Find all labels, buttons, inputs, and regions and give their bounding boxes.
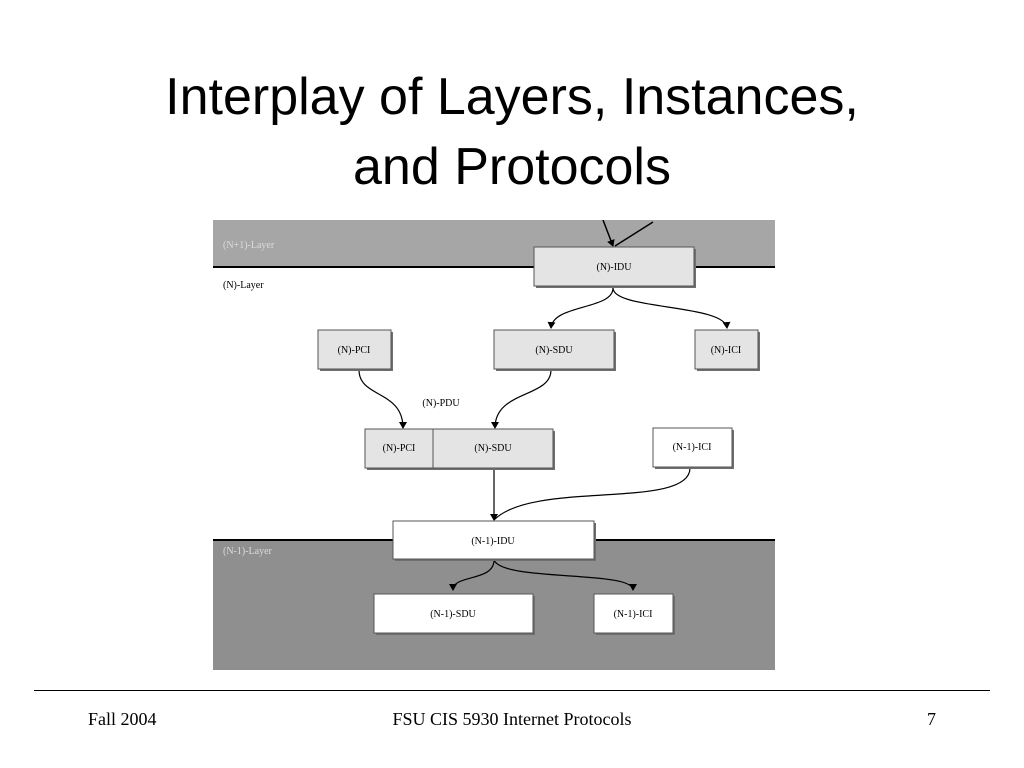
connector-pci-to-pdu xyxy=(358,369,407,429)
n-pci-box xyxy=(317,329,392,370)
nm1-idu-label: (N-1)-IDU xyxy=(471,536,515,547)
pdu-pci-label: (N)-PCI xyxy=(383,443,416,454)
footer-page-number: 7 xyxy=(927,709,936,729)
pdu-pci-box xyxy=(364,428,434,469)
connector-idu-to-sdu xyxy=(547,287,614,329)
incoming-arrow-diagonal xyxy=(614,221,654,247)
incoming-arrow-stem xyxy=(602,220,615,247)
n-ici-box xyxy=(694,329,759,370)
n-idu-label: (N)-IDU xyxy=(597,262,633,273)
connector-nm1-idu-to-sdu xyxy=(449,559,495,591)
upper-layer-label: (N+1)-Layer xyxy=(223,240,275,251)
connector-idu-to-ici xyxy=(612,287,731,329)
n-sdu-box xyxy=(493,329,615,370)
n-idu-box xyxy=(533,246,695,287)
slide-title-line-2: and Protocols xyxy=(353,138,671,196)
nm1-sdu-label: (N-1)-SDU xyxy=(430,609,476,620)
connector-ici-to-nm1-idu xyxy=(493,467,691,521)
nm1-ici-upper-box xyxy=(652,427,733,468)
n-pdu-label: (N)-PDU xyxy=(422,398,460,409)
nm1-ici-lower-label: (N-1)-ICI xyxy=(614,609,653,620)
slide-title-line-1: Interplay of Layers, Instances, xyxy=(165,68,859,126)
footer-course: FSU CIS 5930 Internet Protocols xyxy=(392,709,632,729)
connector-nm1-idu-to-ici xyxy=(493,559,637,591)
lower-layer-label: (N-1)-Layer xyxy=(223,546,273,557)
n-sdu-label: (N)-SDU xyxy=(535,345,573,356)
footer-date: Fall 2004 xyxy=(88,709,157,729)
nm1-ici-upper-label: (N-1)-ICI xyxy=(673,442,712,453)
middle-layer-label: (N)-Layer xyxy=(223,280,264,291)
n-ici-label: (N)-ICI xyxy=(711,345,742,356)
pdu-sdu-label: (N)-SDU xyxy=(474,443,512,454)
nm1-sdu-box xyxy=(373,593,534,634)
connector-sdu-to-pdu xyxy=(491,369,552,429)
nm1-ici-lower-box xyxy=(593,593,674,634)
footer-divider xyxy=(34,690,990,691)
n-pci-label: (N)-PCI xyxy=(338,345,371,356)
layer-diagram: (N+1)-Layer (N)-Layer (N-1)-Layer xyxy=(213,220,775,670)
nm1-idu-box xyxy=(392,520,595,560)
slide-title: Interplay of Layers, Instances, and Prot… xyxy=(0,62,1024,202)
pdu-sdu-box xyxy=(432,428,554,469)
